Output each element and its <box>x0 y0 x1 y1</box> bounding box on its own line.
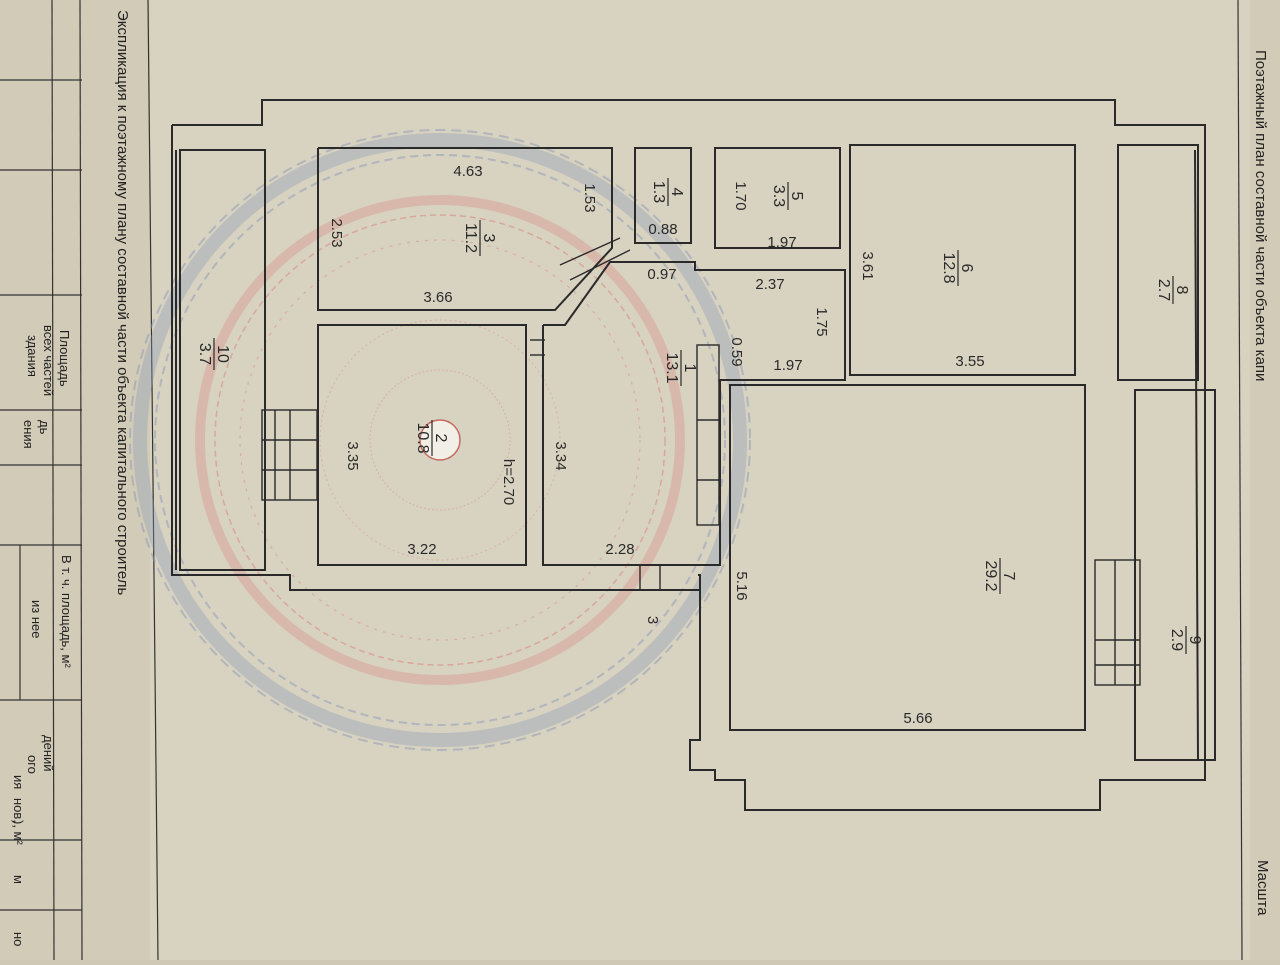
svg-text:3.7: 3.7 <box>196 343 213 365</box>
svg-text:ения: ения <box>21 420 36 449</box>
room-5-label: 5 3.3 <box>770 182 805 210</box>
svg-text:9: 9 <box>1186 636 1203 645</box>
dim-r2-bottom: 3.22 <box>407 541 436 558</box>
dim-r3-left: 2.53 <box>328 218 345 247</box>
svg-text:), м²: ), м² <box>11 820 26 845</box>
svg-text:10: 10 <box>214 345 231 363</box>
room-1-label: 1 13.1 <box>663 350 698 386</box>
svg-text:всех частей: всех частей <box>41 325 56 396</box>
svg-text:1.3: 1.3 <box>650 181 667 203</box>
dim-corridor-175: 1.75 <box>813 307 830 336</box>
outer-walls <box>171 99 1206 811</box>
scale-label: Масшта <box>1254 860 1271 916</box>
svg-text:3: 3 <box>480 234 497 243</box>
explication-table-text: Площадь всех частей здания дь ения В т. … <box>11 325 74 946</box>
svg-text:7: 7 <box>1000 572 1017 581</box>
dim-r3-right: 1.53 <box>581 183 598 212</box>
dim-r3-bottom: 3.66 <box>423 289 452 306</box>
svg-text:29.2: 29.2 <box>982 560 999 591</box>
svg-text:11.2: 11.2 <box>462 223 479 253</box>
explication-table-lines <box>0 0 159 961</box>
room-4-label: 4 1.3 <box>650 178 685 206</box>
plan-caption: Поэтажный план составной части объекта к… <box>1252 50 1269 381</box>
dim-corridor-197: 1.97 <box>773 357 802 374</box>
svg-text:13.1: 13.1 <box>663 352 680 383</box>
svg-text:2.7: 2.7 <box>1155 279 1172 301</box>
room-10-label: 10 3.7 <box>196 338 231 370</box>
svg-text:нов,: нов, <box>11 798 26 823</box>
svg-text:1: 1 <box>681 364 698 373</box>
svg-text:6: 6 <box>958 264 975 273</box>
dim-r6-width: 3.55 <box>955 353 984 370</box>
svg-text:12.8: 12.8 <box>940 252 957 283</box>
room-3-label: 3 11.2 <box>462 220 497 256</box>
dim-corridor-059: 0.59 <box>728 337 745 366</box>
svg-text:дь: дь <box>37 420 52 435</box>
dimension-labels: 4.63 2.53 1.53 3.66 0.88 1.70 1.97 0.97 … <box>328 163 985 727</box>
svg-text:из нее: из нее <box>29 600 44 638</box>
svg-text:здания: здания <box>25 335 40 377</box>
dim-r6-height: 3.61 <box>859 251 876 280</box>
svg-text:3.3: 3.3 <box>770 185 787 207</box>
svg-text:м: м <box>11 875 26 884</box>
svg-text:8: 8 <box>1173 286 1190 295</box>
svg-text:4: 4 <box>668 188 685 197</box>
svg-text:В т. ч. площадь, м²: В т. ч. площадь, м² <box>59 555 74 668</box>
dim-r7-width: 5.66 <box>903 710 932 727</box>
room-outlines <box>179 144 1216 761</box>
room-2-label: 2 10.8 <box>414 420 449 456</box>
room-9-label: 9 2.9 <box>1168 626 1203 654</box>
svg-text:2.9: 2.9 <box>1168 629 1185 651</box>
dim-r3-top: 4.63 <box>453 163 482 180</box>
ceiling-height: h=2.70 <box>500 459 517 505</box>
dim-r5-height: 1.70 <box>732 181 749 210</box>
svg-text:Площадь: Площадь <box>57 330 72 387</box>
right-frame-line <box>1237 0 1243 961</box>
svg-text:ия: ия <box>11 775 26 789</box>
guilloche-seal <box>129 129 751 751</box>
svg-text:но: но <box>11 932 26 946</box>
room-8-label: 8 2.7 <box>1155 276 1190 304</box>
dim-r5-width: 1.97 <box>767 234 796 251</box>
dim-r2-right: 3.34 <box>552 441 569 470</box>
room-6-label: 6 12.8 <box>940 250 975 286</box>
svg-text:10.8: 10.8 <box>414 422 431 453</box>
dim-r4-width: 0.88 <box>648 221 677 238</box>
explication-caption: Экспликация к поэтажному плану составной… <box>114 10 131 596</box>
dim-r7-height: 5.16 <box>733 571 750 600</box>
mark-3: 3 <box>644 616 661 624</box>
svg-text:дений: дений <box>41 735 56 772</box>
dim-r1-bottom: 2.28 <box>605 541 634 558</box>
room-7-label: 7 29.2 <box>982 558 1017 594</box>
svg-text:5: 5 <box>788 192 805 201</box>
room-labels: 1 13.1 2 10.8 3 11.2 4 1.3 5 3.3 <box>196 178 1203 654</box>
svg-text:2: 2 <box>432 434 449 443</box>
dim-097: 0.97 <box>647 266 676 283</box>
dim-corridor-237: 2.37 <box>755 276 784 293</box>
dim-r2-left: 3.35 <box>344 441 361 470</box>
svg-text:ого: ого <box>25 755 40 774</box>
